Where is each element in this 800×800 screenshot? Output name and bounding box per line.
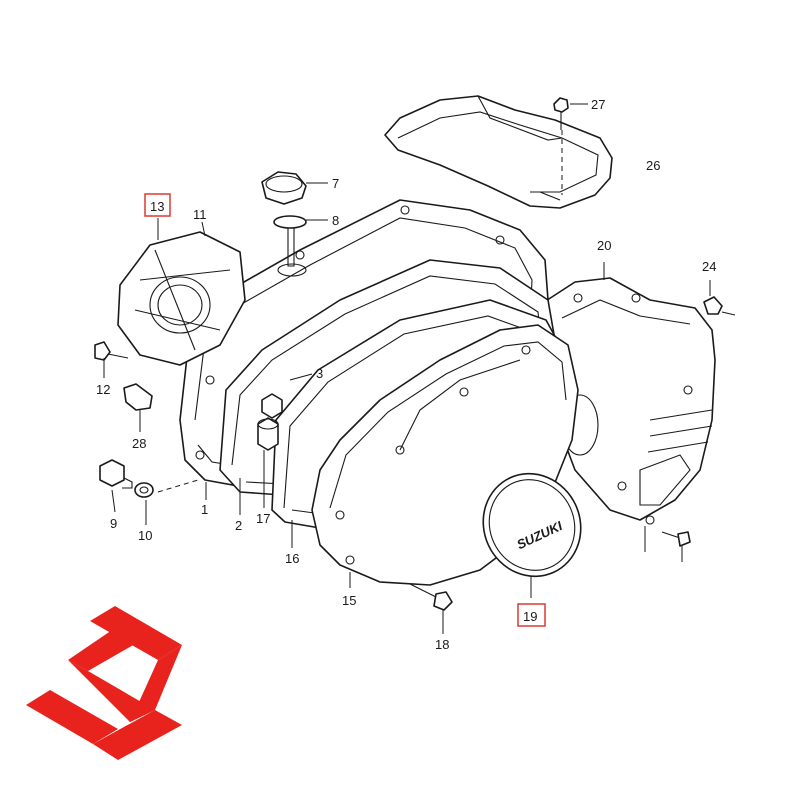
part-8-o-ring	[273, 215, 328, 277]
callout-7: 7	[332, 176, 339, 191]
callout-11: 11	[193, 207, 207, 222]
callout-2: 2	[235, 518, 242, 533]
callout-10: 10	[138, 528, 152, 543]
callout-15: 16	[285, 551, 299, 566]
part-28-switch	[123, 383, 153, 432]
part-17-bolt	[409, 583, 453, 634]
callout-3: 3	[316, 366, 323, 381]
part-10-washer	[134, 482, 154, 525]
part-24-top-cover	[384, 95, 613, 209]
callout-14: 15	[342, 593, 356, 608]
callout-16: 17	[256, 511, 270, 526]
callout-9: 9	[110, 516, 117, 531]
part-9-drain-plug	[99, 459, 133, 513]
callout-25: 27	[591, 97, 605, 112]
callout-17: 18	[435, 637, 449, 652]
callout-18: 19	[523, 609, 537, 624]
callout-28: 28	[132, 436, 146, 451]
callout-19: 20	[597, 238, 611, 253]
suzuki-s-logo-icon	[26, 606, 182, 760]
callout-1: 1	[201, 502, 208, 517]
highlight-box-18	[517, 603, 546, 627]
callout-13: 13	[150, 199, 164, 214]
callout-20: 24	[702, 259, 716, 274]
part-20-dowel	[703, 280, 736, 316]
callout-24: 26	[646, 158, 660, 173]
callout-12: 12	[96, 382, 110, 397]
callout-8: 8	[332, 213, 339, 228]
part-3-dowel	[261, 373, 313, 419]
drain-dash-line	[157, 479, 199, 493]
part-25-bolt	[553, 97, 588, 195]
part-16-dowel	[257, 417, 279, 508]
highlight-box-13	[144, 193, 171, 217]
part-7-filler-cap	[261, 171, 328, 205]
part-27-bolt	[661, 531, 691, 562]
part-11-strainer	[117, 221, 246, 366]
part-26-bracket	[644, 515, 655, 552]
part-12-bolt	[94, 341, 129, 378]
callout-labels: 7 8 11 13 27 26 20 24 3 12 28 9 10 1 2 1…	[96, 97, 716, 652]
part-18-emblem-cover: SUZUKI	[482, 472, 582, 598]
